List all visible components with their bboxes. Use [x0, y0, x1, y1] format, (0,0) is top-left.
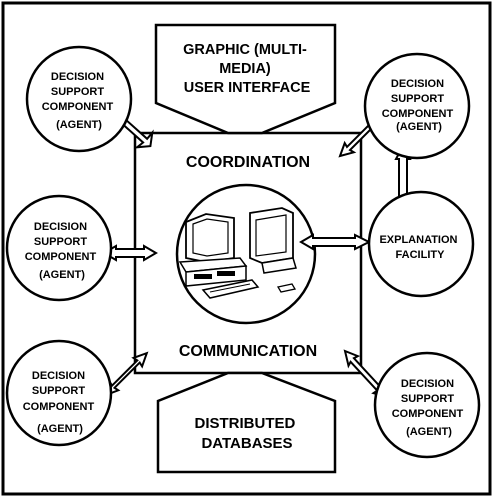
explanation-line-2: FACILITY: [396, 249, 446, 261]
agent-top-left: DECISION SUPPORT COMPONENT (AGENT): [25, 45, 133, 153]
agent-line-2: SUPPORT: [32, 385, 85, 397]
agent-line-1: DECISION: [34, 221, 87, 233]
user-interface-line-3: USER INTERFACE: [184, 80, 311, 96]
agent-line-2: SUPPORT: [51, 86, 104, 98]
agent-line-4: (AGENT): [56, 119, 102, 131]
agent-line-2: SUPPORT: [401, 393, 454, 405]
agent-line-1: DECISION: [51, 71, 104, 83]
databases-line-2: DATABASES: [201, 435, 292, 452]
agent-line-3: COMPONENT: [42, 101, 114, 113]
agent-circle: [5, 339, 113, 447]
user-interface-line-1: GRAPHIC (MULTI-: [183, 42, 307, 58]
explanation-facility: EXPLANATION FACILITY: [367, 190, 475, 298]
arrow-middle-left-agent: [102, 244, 158, 262]
user-interface-box: [154, 23, 337, 135]
agent-line-3: COMPONENT: [25, 251, 97, 263]
explanation-label: EXPLANATION FACILITY: [379, 234, 460, 261]
communication-label: COMMUNICATION: [179, 343, 317, 360]
agent-label: DECISION SUPPORT COMPONENT (AGENT): [382, 78, 457, 133]
agent-top-right: DECISION SUPPORT COMPONENT (AGENT): [363, 52, 471, 160]
agent-bottom-right: DECISION SUPPORT COMPONENT (AGENT): [373, 351, 481, 459]
agent-line-2: SUPPORT: [391, 93, 444, 105]
agent-line-3: COMPONENT: [392, 408, 464, 420]
agent-line-3: COMPONENT: [382, 108, 454, 120]
agent-line-2: SUPPORT: [34, 236, 87, 248]
agent-label: DECISION SUPPORT COMPONENT (AGENT): [23, 370, 98, 435]
databases-line-1: DISTRIBUTED: [194, 415, 295, 432]
agent-label: DECISION SUPPORT COMPONENT (AGENT): [42, 71, 117, 131]
explanation-circle: [367, 190, 475, 298]
computer-workstation-icon: [175, 183, 317, 325]
agent-circle: [5, 194, 113, 302]
explanation-line-1: EXPLANATION: [379, 234, 457, 246]
agent-bottom-left: DECISION SUPPORT COMPONENT (AGENT): [5, 339, 113, 447]
agent-line-1: DECISION: [391, 78, 444, 90]
agent-circle: [373, 351, 481, 459]
agent-line-4: (AGENT): [406, 426, 452, 438]
agent-line-3: COMPONENT: [23, 401, 95, 413]
agent-circle: [363, 52, 471, 160]
agent-line-1: DECISION: [401, 378, 454, 390]
databases-box: [156, 371, 337, 474]
agent-circle: [25, 45, 133, 153]
agent-line-4: (AGENT): [37, 423, 83, 435]
agent-line-4: (AGENT): [396, 121, 442, 133]
arrow-explanation: [299, 233, 372, 251]
agent-line-1: DECISION: [32, 370, 85, 382]
agent-middle-left: DECISION SUPPORT COMPONENT (AGENT): [5, 194, 113, 302]
user-interface-label: GRAPHIC (MULTI- MEDIA) USER INTERFACE: [183, 42, 311, 96]
user-interface-line-2: MEDIA): [219, 61, 271, 77]
agent-line-4: (AGENT): [39, 269, 85, 281]
agent-label: DECISION SUPPORT COMPONENT (AGENT): [392, 378, 467, 438]
agent-label: DECISION SUPPORT COMPONENT (AGENT): [25, 221, 100, 281]
coordination-label: COORDINATION: [186, 154, 310, 171]
databases-label: DISTRIBUTED DATABASES: [194, 415, 299, 452]
